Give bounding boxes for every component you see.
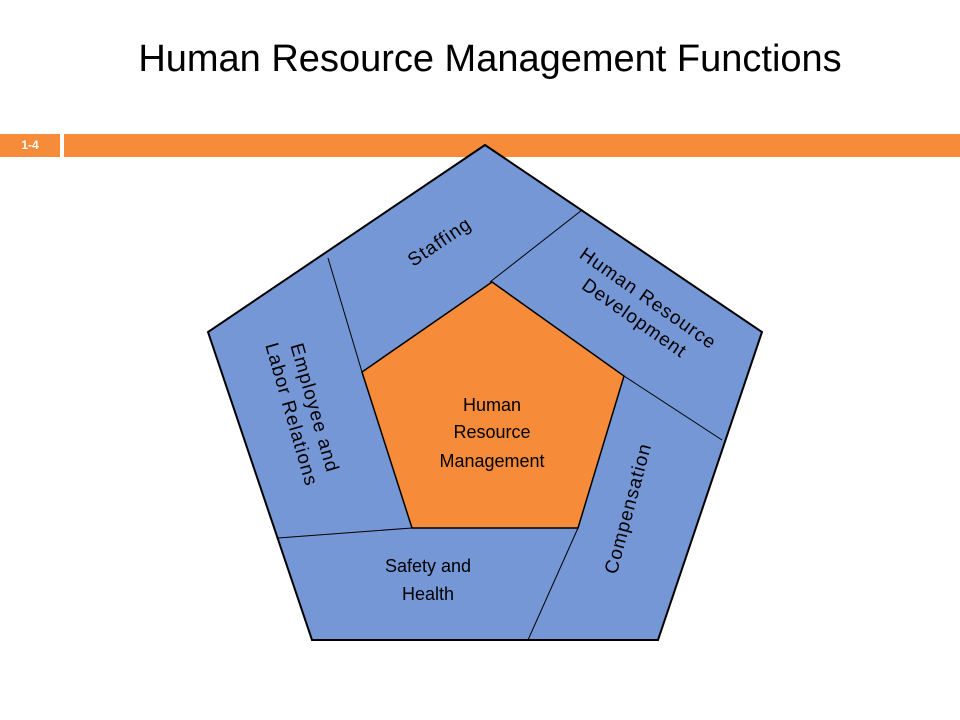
center-label-line1: Human bbox=[463, 395, 521, 415]
slide-number: 1-4 bbox=[0, 134, 60, 157]
center-pentagon bbox=[361, 281, 625, 529]
divider-staffing-hrd bbox=[489, 209, 583, 283]
divider-staffing-employee bbox=[327, 257, 363, 373]
accent-bar bbox=[64, 134, 960, 157]
safety-label-line2: Health bbox=[402, 584, 454, 604]
safety-label-line1: Safety and bbox=[385, 556, 471, 576]
divider-compensation-safety bbox=[527, 527, 579, 641]
center-label-line3: Management bbox=[439, 451, 544, 471]
divider-safety-employee bbox=[277, 527, 413, 539]
slide-title: Human Resource Management Functions bbox=[138, 38, 842, 80]
center-label-line2: Resource bbox=[453, 422, 530, 442]
divider-hrd-compensation bbox=[623, 375, 723, 441]
